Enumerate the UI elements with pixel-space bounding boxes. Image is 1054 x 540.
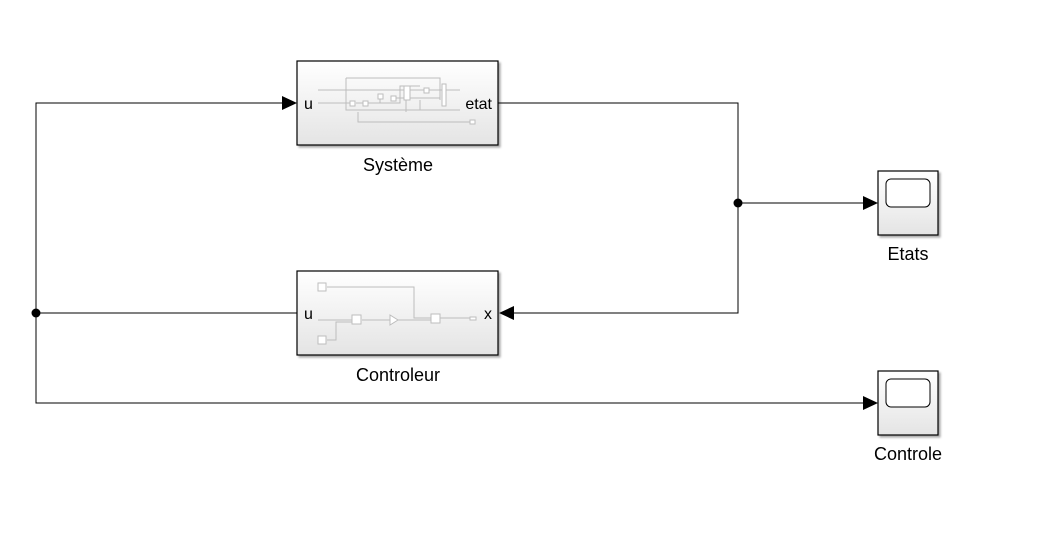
systeme-block-name[interactable]: Système <box>363 155 433 175</box>
subsystem-block-systeme[interactable]: u etat <box>296 60 499 146</box>
branch-point-etat[interactable] <box>733 198 743 208</box>
subsystem-preview-controleur <box>317 282 477 345</box>
controleur-block-name[interactable]: Controleur <box>356 365 440 385</box>
etats-scope-name[interactable]: Etats <box>887 244 928 264</box>
subsystem-block-controleur-body[interactable] <box>296 270 499 356</box>
scope-block-etats[interactable] <box>877 170 939 236</box>
controleur-output-port-label: u <box>304 306 313 323</box>
subsystem-block-controleur[interactable]: u x <box>296 270 499 356</box>
subsystem-preview-systeme <box>318 77 476 125</box>
branch-point-u[interactable] <box>31 308 41 318</box>
arrowhead-systeme-input <box>282 96 297 110</box>
signal-lines <box>35 102 864 404</box>
arrowhead-controle-input <box>863 396 878 410</box>
scope-screen-icon <box>885 378 931 408</box>
scope-block-controle[interactable] <box>877 370 939 436</box>
controle-scope-name[interactable]: Controle <box>874 444 942 464</box>
systeme-output-port-label: etat <box>465 96 492 113</box>
arrowhead-etats-input <box>863 196 878 210</box>
scope-screen-icon <box>885 178 931 208</box>
signal-line-u-feedback[interactable] <box>35 102 297 314</box>
signal-line-to-controle[interactable] <box>35 313 864 404</box>
signal-line-etat[interactable] <box>498 102 739 314</box>
controleur-input-port-label: x <box>484 306 492 323</box>
systeme-input-port-label: u <box>304 96 313 113</box>
arrowhead-controleur-input <box>499 306 514 320</box>
